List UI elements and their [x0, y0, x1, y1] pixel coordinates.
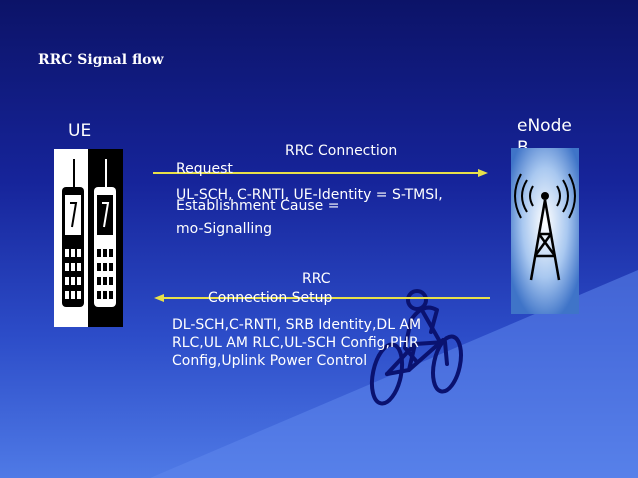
request-param-line1: UL-SCH, C-RNTI, UE-Identity = S-TMSI, — [176, 187, 443, 203]
enodeb-label: eNode B — [517, 116, 572, 153]
mobile-phone-icon — [54, 149, 123, 327]
request-param-line3: mo-Signalling — [176, 221, 273, 237]
setup-param-line1: DL-SCH,C-RNTI, SRB Identity,DL AM — [172, 317, 422, 333]
request-param-line2: Establishment Cause = — [176, 198, 340, 214]
setup-message-line1: RRC — [302, 271, 331, 287]
setup-message-line2: Connection Setup — [208, 290, 333, 306]
antenna-tower-icon — [511, 148, 579, 314]
request-message-line1: RRC Connection — [285, 143, 398, 159]
setup-param-line3: Config,Uplink Power Control — [172, 353, 368, 369]
setup-param-line2: RLC,UL AM RLC,UL-SCH Config,PHR — [172, 335, 419, 351]
ue-label: UE — [68, 121, 92, 141]
cyclist-icon — [369, 289, 463, 406]
slide-title: RRC Signal flow — [38, 52, 164, 68]
request-message-line2: Request — [176, 161, 233, 177]
